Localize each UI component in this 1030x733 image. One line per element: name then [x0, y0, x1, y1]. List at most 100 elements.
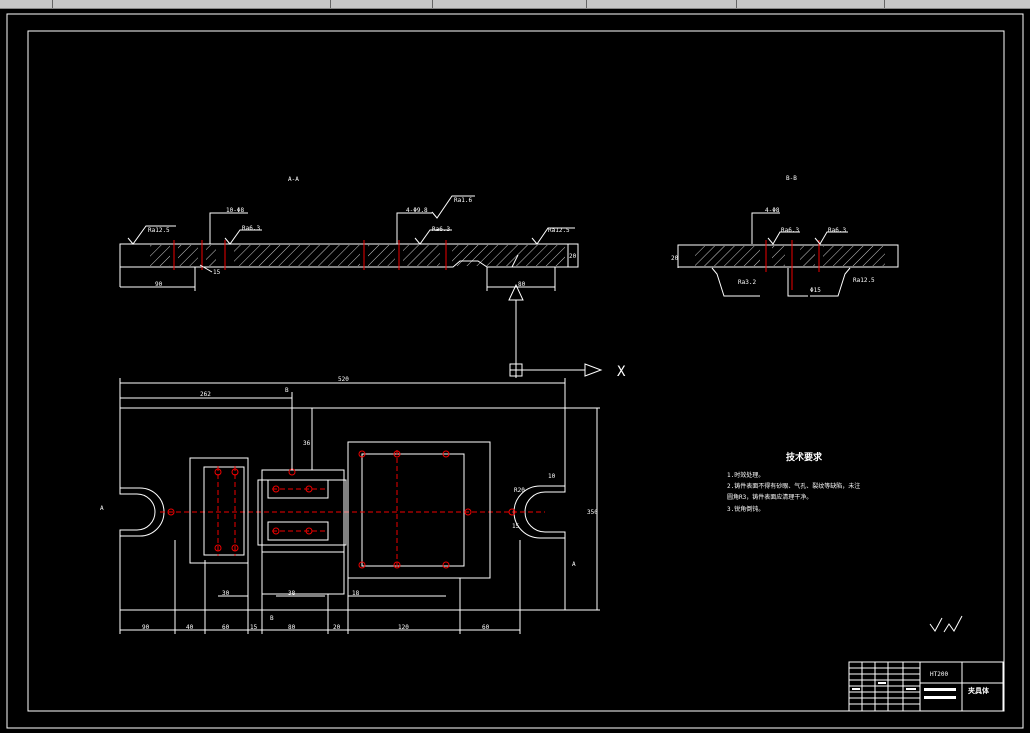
- marker-b-bottom: B: [270, 615, 274, 622]
- axis-y-arrow: [508, 283, 524, 301]
- section-b-b: B-B 20 4-Φ8 Ra6.3 Ra6.3 Ra3.2 Ra12.5 Φ15: [671, 175, 899, 297]
- notes-title: 技术要求: [786, 451, 823, 463]
- notes-line-3: 圆角R3，铸件表面应清理干净。: [727, 493, 812, 501]
- roughness-ra3-2-b: Ra3.2: [738, 279, 756, 286]
- roughness-symbol: [531, 227, 575, 245]
- section-a-label: A-A: [288, 176, 299, 183]
- dim-holes-b: 4-Φ8: [765, 207, 780, 214]
- dim-120: 120: [398, 624, 409, 631]
- bolt-hole: [272, 485, 280, 493]
- title-text-bar: [924, 696, 956, 699]
- dim-chamfer: 15: [213, 269, 221, 276]
- bolt-hole: [358, 450, 366, 458]
- roughness-ra6-3-b2: Ra6.3: [828, 227, 846, 234]
- section-b-label: B-B: [786, 175, 797, 182]
- dim-15-right: 15: [512, 523, 520, 530]
- dim-90: 90: [142, 624, 150, 631]
- leader-holes-mid: [396, 212, 432, 244]
- bolt-hole: [231, 544, 239, 552]
- dim-holes-mid: 4-Φ9.8: [406, 207, 428, 214]
- marker-a-right: A: [572, 561, 576, 568]
- plate-outline: [119, 407, 566, 611]
- roughness-ra1-6-top: Ra1.6: [454, 197, 472, 204]
- roughness-ra6-3-mid: Ra6.3: [432, 226, 450, 233]
- bolt-hole: [442, 561, 450, 569]
- dim-len-right: 80: [518, 281, 526, 288]
- dim-thick-b: 20: [671, 255, 679, 262]
- dim-262: 262: [200, 391, 211, 398]
- notes-line-2: 2.铸件表面不得有砂眼、气孔、裂纹等缺陷，未注: [727, 482, 860, 490]
- dim-20: 20: [333, 624, 341, 631]
- boss-left: [189, 457, 249, 564]
- dim-60b: 60: [482, 624, 490, 631]
- bolt-hole: [272, 527, 280, 535]
- bolt-hole: [442, 450, 450, 458]
- bolt-hole: [393, 450, 401, 458]
- boss-left-inner: [203, 466, 245, 556]
- boss-middle-base: [261, 551, 345, 595]
- section-a-hatching: [150, 245, 565, 266]
- roughness-ra12-5-right: Ra12.5: [548, 227, 570, 234]
- bolt-hole: [231, 468, 239, 476]
- sheet-outer-border: [6, 13, 1024, 729]
- u-slot-left: [120, 487, 165, 537]
- bolt-hole: [305, 527, 313, 535]
- roughness-symbol: [414, 229, 452, 245]
- pad-right: [347, 441, 491, 579]
- sheet-inner-border: [27, 30, 1005, 712]
- roughness-symbol: [224, 229, 262, 245]
- roughness-symbol: [127, 225, 176, 245]
- roughness-symbol: [431, 195, 475, 219]
- bolt-hole: [464, 508, 472, 516]
- dim-40: 40: [186, 624, 194, 631]
- dim-36: 36: [303, 440, 311, 447]
- dim-18: 18: [352, 590, 360, 597]
- dim-holes-left: 10-Φ8: [226, 207, 244, 214]
- bolt-hole: [393, 561, 401, 569]
- coordinate-axis-marker: X: [508, 283, 626, 380]
- marker-a-left: A: [100, 505, 104, 512]
- dim-height: 350: [587, 509, 598, 516]
- dim-len-left: 90: [155, 281, 163, 288]
- general-roughness-icon: [929, 615, 963, 633]
- dim-counterbore: Φ15: [810, 287, 821, 294]
- title-text-bar: [852, 688, 860, 690]
- axis-x-arrow: [584, 363, 603, 377]
- notes-line-4: 3.锐角倒钝。: [727, 505, 764, 513]
- slot-lower: [267, 521, 329, 541]
- title-text-bar: [924, 688, 956, 691]
- roughness-symbol: [814, 231, 848, 245]
- title-text-bar: [906, 688, 916, 690]
- leader-holes-b: [751, 212, 780, 244]
- pad-right-inner: [361, 453, 465, 567]
- leader-holes-left: [209, 212, 248, 244]
- roughness-symbol: [767, 231, 800, 245]
- dim-thick-a: 20: [569, 253, 577, 260]
- marker-b-top: B: [285, 387, 289, 394]
- leader-counterbore: [787, 268, 808, 297]
- technical-requirements: 技术要求 1.时效处理。 2.铸件表面不得有砂眼、气孔、裂纹等缺陷，未注 圆角R…: [727, 451, 860, 513]
- dim-80: 80: [288, 624, 296, 631]
- axis-x-label: X: [617, 364, 626, 380]
- dim-38: 38: [288, 590, 296, 597]
- section-a-a: A-A Ra12.5 Ra6.3 Ra1.6 Ra6.3 Ra1: [119, 176, 579, 291]
- title-text-bar: [878, 682, 886, 684]
- roughness-ra12-5-left: Ra12.5: [148, 227, 170, 234]
- locating-hole: [508, 508, 516, 516]
- plan-view: 520 262 B 36 350 R20 10 15 A A B 90 40 6…: [100, 376, 600, 634]
- roughness-ra12-5-b: Ra12.5: [853, 277, 875, 284]
- leader-center: [511, 254, 519, 268]
- roughness-ra6-3-b1: Ra6.3: [781, 227, 799, 234]
- title-block: HT200 夹具体: [848, 661, 1004, 712]
- dim-15: 15: [250, 624, 258, 631]
- dim-radius: R20: [514, 487, 525, 494]
- bolt-hole: [214, 544, 222, 552]
- roughness-symbol: [711, 267, 760, 297]
- locating-hole: [167, 508, 175, 516]
- dim-30: 30: [222, 590, 230, 597]
- title-part-name: 夹具体: [968, 686, 990, 695]
- roughness-symbol: [810, 267, 851, 297]
- leader-chamfer: [199, 264, 213, 273]
- bolt-hole: [358, 561, 366, 569]
